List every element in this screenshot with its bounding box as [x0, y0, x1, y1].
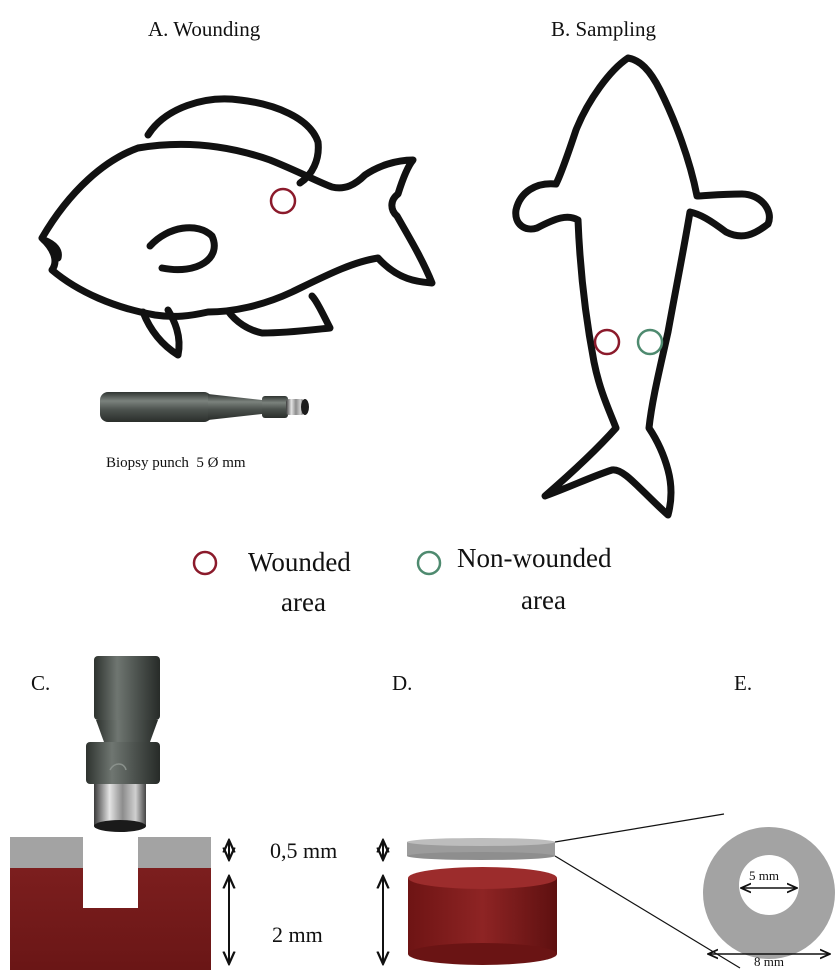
panel-b-title: B. Sampling [551, 17, 657, 41]
muscle-layer [10, 868, 211, 970]
fish-body-outline [42, 144, 432, 316]
sampled-wounded-site [595, 330, 619, 354]
wound-site-marker [271, 189, 295, 213]
fish-side-view [42, 99, 432, 355]
biopsy-punch-label: Biopsy punch 5 Ø mm [106, 455, 246, 471]
panel-c-title: C. [31, 671, 50, 695]
skin-layer-right [138, 837, 211, 868]
legend-wounded-marker [194, 552, 216, 574]
gill-arc [150, 228, 214, 270]
depth-label: 2 mm [272, 922, 323, 947]
anal-fin [228, 296, 330, 333]
fish-top-outline [516, 58, 770, 515]
panel-e-title: E. [734, 671, 752, 695]
fish-top-view [516, 58, 770, 515]
outer-diameter-label: 8 mm [754, 954, 784, 969]
legend-non-wounded-marker [418, 552, 440, 574]
panel-a-title: A. Wounding [148, 17, 261, 41]
legend-wounded-label: Wounded [248, 547, 351, 577]
tissue-block [10, 837, 211, 970]
disc-top-view [703, 827, 835, 959]
panel-d-title: D. [392, 671, 412, 695]
muscle-cylinder [408, 867, 557, 965]
skin-disc [407, 838, 555, 860]
inner-diameter-label: 5 mm [749, 868, 779, 883]
legend-non-wounded-label: Non-wounded [457, 543, 612, 573]
skin-thickness-label: 0,5 mm [270, 838, 337, 863]
legend-non-wounded-label-line2: area [521, 585, 566, 615]
skin-layer-left [10, 837, 83, 868]
sampled-non-wounded-site [638, 330, 662, 354]
biopsy-punch-vertical [86, 656, 160, 832]
legend: Wounded area Non-wounded area [194, 543, 612, 617]
legend-wounded-label-line2: area [281, 587, 326, 617]
biopsy-punch-tool [100, 392, 309, 422]
